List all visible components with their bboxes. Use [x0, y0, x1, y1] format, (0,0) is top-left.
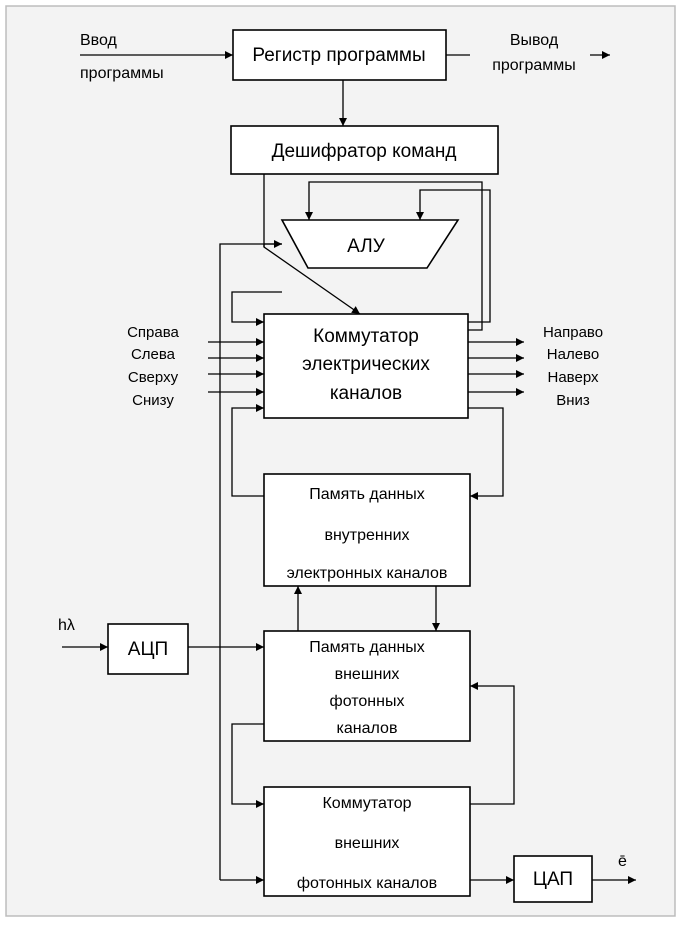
external-memory-block: Память данных внешних фотонных каналов [263, 630, 471, 742]
internal-memory-block: Память данных внутренних электронных кан… [263, 473, 471, 587]
dac-label: ЦАП [533, 869, 573, 890]
input-right-label: Справа [127, 324, 179, 341]
light-input-label: hλ [58, 617, 75, 634]
command-decoder-label: Дешифратор команд [272, 141, 457, 162]
internal-memory-label-2: внутренних [324, 527, 409, 544]
input-bottom-label: Снизу [132, 392, 174, 409]
external-memory-label-2: внешних [335, 666, 400, 683]
dac-block: ЦАП [513, 855, 593, 903]
adc-label: АЦП [128, 639, 168, 660]
command-decoder-block: Дешифратор команд [230, 125, 499, 175]
adc-block: АЦП [107, 623, 189, 675]
svg-text:Ввод: Ввод [80, 32, 118, 49]
svg-text:программы: программы [80, 65, 164, 82]
electron-output-label: ē [618, 853, 627, 870]
svg-text:Вывод: Вывод [510, 32, 559, 49]
external-memory-label-3: фотонных [330, 693, 405, 710]
svg-text:программы: программы [492, 57, 576, 74]
program-output-label: Вывод программы [492, 32, 576, 74]
internal-memory-label-3: электронных каналов [287, 565, 448, 582]
electric-switch-label-1: Коммутатор [313, 326, 419, 347]
program-register-label: Регистр программы [252, 45, 425, 66]
input-left-label: Слева [131, 346, 176, 363]
photon-switch-block: Коммутатор внешних фотонных каналов [263, 786, 471, 897]
alu-label: АЛУ [347, 236, 386, 257]
electric-switch-label-3: каналов [330, 383, 402, 404]
photon-switch-label-3: фотонных каналов [297, 875, 437, 892]
electric-switch-block: Коммутатор электрических каналов [263, 313, 469, 419]
photon-switch-label-2: внешних [335, 835, 400, 852]
external-memory-label-1: Память данных [309, 639, 425, 656]
photon-switch-label-1: Коммутатор [322, 795, 411, 812]
direction-outputs: Направо Налево Наверх Вниз [543, 324, 603, 409]
electric-switch-label-2: электрических [302, 354, 430, 375]
program-input-label: Ввод программы [80, 32, 164, 82]
output-bottom-label: Вниз [556, 392, 590, 409]
output-right-label: Направо [543, 324, 603, 341]
input-top-label: Сверху [128, 369, 179, 386]
internal-memory-label-1: Память данных [309, 486, 425, 503]
direction-inputs: Справа Слева Сверху Снизу [127, 324, 179, 409]
external-memory-label-4: каналов [337, 720, 398, 737]
alu-block: АЛУ [280, 219, 460, 269]
program-register-block: Регистр программы [232, 29, 447, 81]
output-top-label: Наверх [548, 369, 599, 386]
output-left-label: Налево [547, 346, 599, 363]
connection-lines [62, 51, 636, 884]
